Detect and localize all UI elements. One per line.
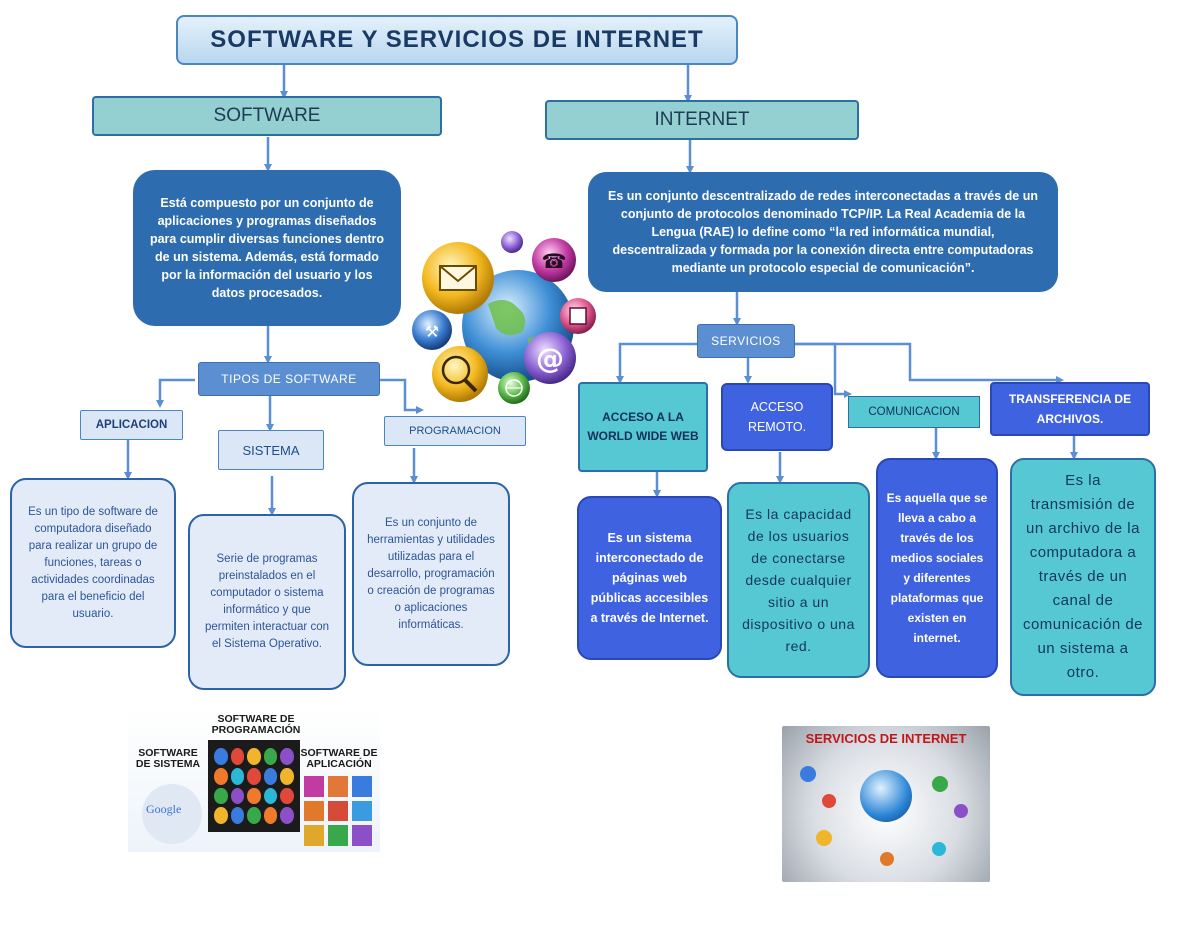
- software-description: Está compuesto por un conjunto de aplica…: [133, 170, 401, 326]
- tools-icon: [412, 310, 452, 350]
- software-aplicacion-caption: SOFTWARE DE APLICACIÓN: [300, 747, 378, 770]
- transferencia-card: Es la transmisión de un archivo de la co…: [1010, 458, 1156, 696]
- internet-globe-illustration: ☎ ⚒ @: [412, 231, 596, 404]
- internet-services-image: SERVICIOS DE INTERNET: [782, 726, 990, 882]
- www-card: Es un sistema interconectado de páginas …: [577, 496, 722, 660]
- services-label: SERVICIOS: [697, 324, 795, 358]
- internet-header: INTERNET: [545, 100, 859, 140]
- programacion-label: PROGRAMACION: [384, 416, 526, 446]
- software-sistema-caption: SOFTWARE DE SISTEMA: [135, 747, 201, 770]
- www-label: ACCESO A LA WORLD WIDE WEB: [578, 382, 708, 472]
- software-header: SOFTWARE: [92, 96, 442, 136]
- aplicacion-card: Es un tipo de software de computadora di…: [10, 478, 176, 648]
- svg-text:@: @: [536, 342, 564, 375]
- transferencia-label: TRANSFERENCIA DE ARCHIVOS.: [990, 382, 1150, 436]
- comunicacion-label: COMUNICACION: [848, 396, 980, 428]
- software-types-image: SOFTWARE DE PROGRAMACIÓN SOFTWARE DE SIS…: [128, 710, 380, 852]
- sistema-card: Serie de programas preinstalados en el c…: [188, 514, 346, 690]
- sistema-label: SISTEMA: [218, 430, 324, 470]
- aplicacion-label: APLICACION: [80, 410, 183, 440]
- svg-text:☎: ☎: [542, 249, 567, 273]
- software-types-label: TIPOS DE SOFTWARE: [198, 362, 380, 396]
- comunicacion-card: Es aquella que se lleva a cabo a través …: [876, 458, 998, 678]
- web-search-icon: [432, 346, 488, 402]
- map-title: SOFTWARE Y SERVICIOS DE INTERNET: [176, 15, 738, 65]
- software-programacion-caption: SOFTWARE DE PROGRAMACIÓN: [211, 713, 301, 736]
- phone-icon: [532, 238, 576, 282]
- programacion-card: Es un conjunto de herramientas y utilida…: [352, 482, 510, 666]
- svg-text:⚒: ⚒: [425, 322, 439, 341]
- bulb-icon: [501, 231, 523, 253]
- internet-description: Es un conjunto descentralizado de redes …: [588, 172, 1058, 292]
- remoto-label: ACCESO REMOTO.: [721, 383, 833, 451]
- internet-services-caption: SERVICIOS DE INTERNET: [805, 731, 967, 746]
- google-logo-text: Google: [146, 802, 182, 816]
- at-sign-icon: [524, 332, 576, 384]
- remoto-card: Es la capacidad de los usuarios de conec…: [727, 482, 870, 678]
